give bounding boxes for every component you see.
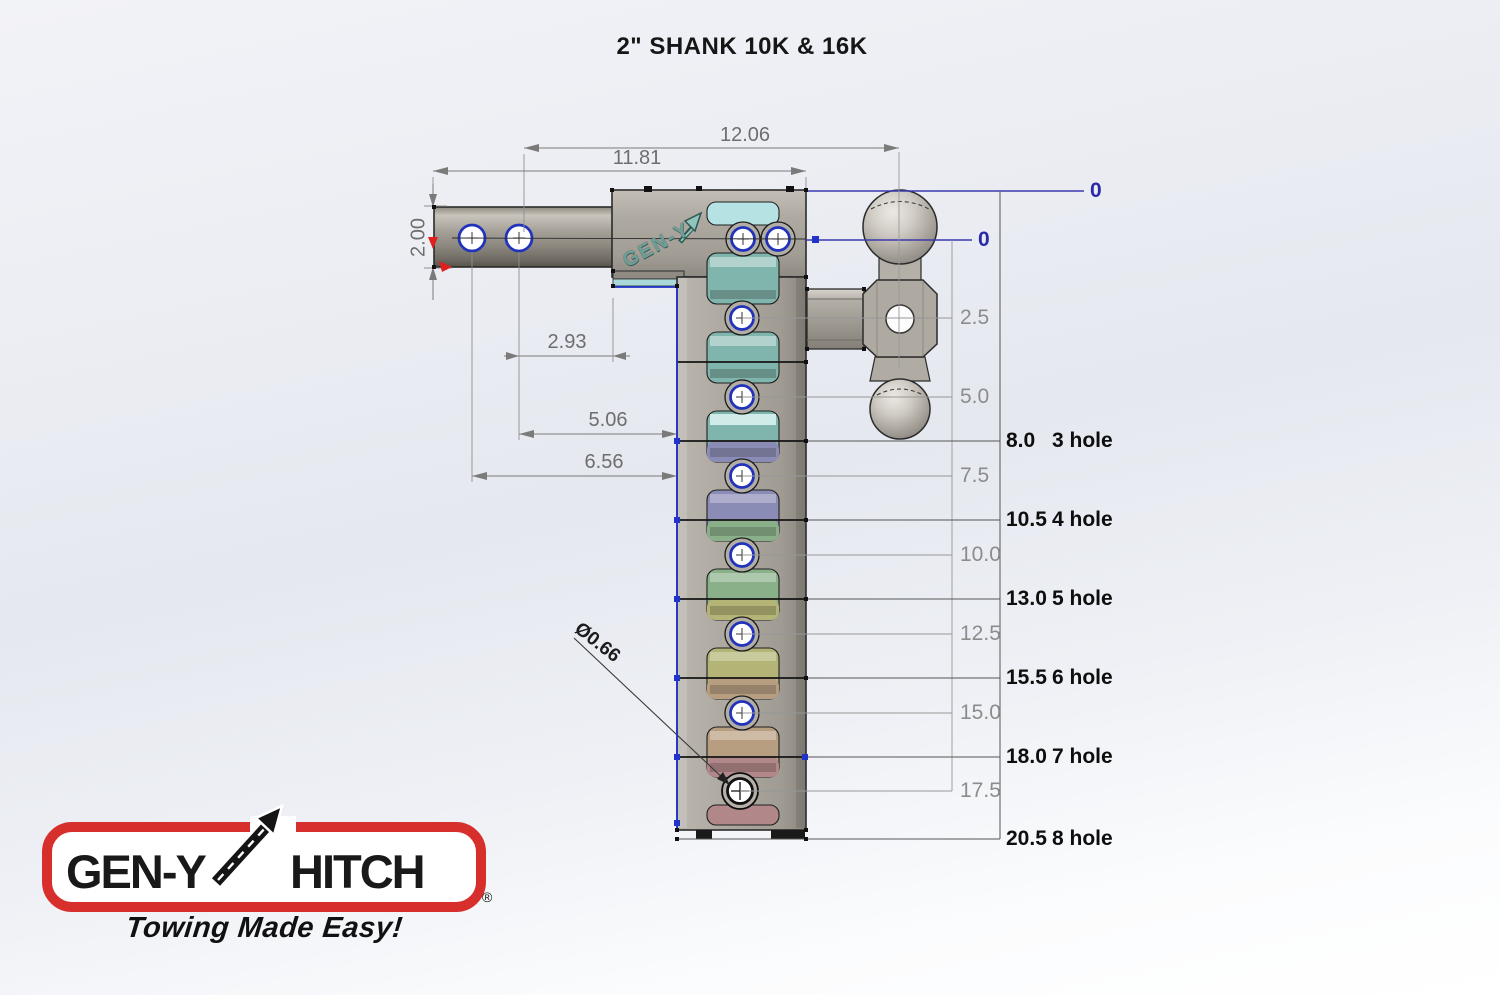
dim-rear-hole-to-bar: 5.06 <box>588 409 628 431</box>
drop-value: 15.5 <box>1006 666 1047 689</box>
page-title: 2" SHANK 10K & 16K <box>616 33 868 60</box>
slot-shading <box>710 257 776 772</box>
dim-hole-to-head: 2.93 <box>547 331 587 353</box>
drop-row: 15.5 6 hole <box>1006 666 1113 690</box>
vertex-dots <box>432 186 866 841</box>
ball-mount <box>806 189 938 440</box>
drop-row: 8.0 3 hole <box>1006 429 1113 453</box>
drop-chain-black <box>677 191 1001 840</box>
offset-label: 12.5 <box>960 622 1001 645</box>
offset-label: 15.0 <box>960 701 1001 724</box>
logo-brand-second: HITCH <box>290 845 426 898</box>
drop-value: 10.5 <box>1006 508 1047 531</box>
drop-config: 7 hole <box>1052 745 1113 768</box>
dim-shank-height: 2.00 <box>407 218 430 257</box>
offset-label: 5.0 <box>960 385 990 408</box>
drop-config: 3 hole <box>1052 429 1113 452</box>
dim-overall-length: 12.06 <box>719 124 771 146</box>
linear-dimensions <box>424 144 899 785</box>
drop-value: 18.0 <box>1006 745 1047 768</box>
offset-label: 17.5 <box>960 779 1001 802</box>
logo-brand-first: GEN-Y <box>66 845 207 898</box>
drop-row: 13.0 5 hole <box>1006 587 1113 611</box>
logo-tagline: Towing Made Easy! <box>124 912 405 944</box>
red-dim-arrows <box>428 237 452 272</box>
offset-label: 10.0 <box>960 543 1001 566</box>
dim-shank-length: 11.81 <box>612 147 662 169</box>
section-lines <box>677 361 806 758</box>
logo-road-arrow-icon <box>209 803 284 888</box>
offset-label: 2.5 <box>960 306 990 329</box>
datum-lines <box>451 152 1084 368</box>
lower-ball-neck <box>869 356 931 382</box>
etched-logo-arrow <box>678 211 703 244</box>
drop-config: 5 hole <box>1052 587 1113 610</box>
offset-label: 7.5 <box>960 464 990 487</box>
drop-value: 13.0 <box>1006 587 1047 610</box>
datum-zero-ball-top: 0 <box>1090 179 1102 202</box>
drop-row: 10.5 4 hole <box>1006 508 1113 532</box>
drop-row: 20.5 8 hole <box>1006 827 1113 851</box>
dim-front-hole-to-bar: 6.56 <box>584 451 624 473</box>
upper-hitch-ball <box>862 189 938 265</box>
offset-chain-gray <box>740 240 953 792</box>
slot-stack <box>706 201 780 826</box>
drop-row: 18.0 7 hole <box>1006 745 1113 769</box>
drop-config: 4 hole <box>1052 508 1113 531</box>
registered-trademark-symbol: ® <box>482 889 493 905</box>
drop-config: 6 hole <box>1052 666 1113 689</box>
drop-config: 8 hole <box>1052 827 1113 850</box>
drop-value: 8.0 <box>1006 429 1036 452</box>
drop-value: 20.5 <box>1006 827 1047 850</box>
mount-pin-hole <box>885 304 915 334</box>
lower-hitch-ball <box>869 378 931 440</box>
datum-zero-centerline: 0 <box>978 228 990 251</box>
